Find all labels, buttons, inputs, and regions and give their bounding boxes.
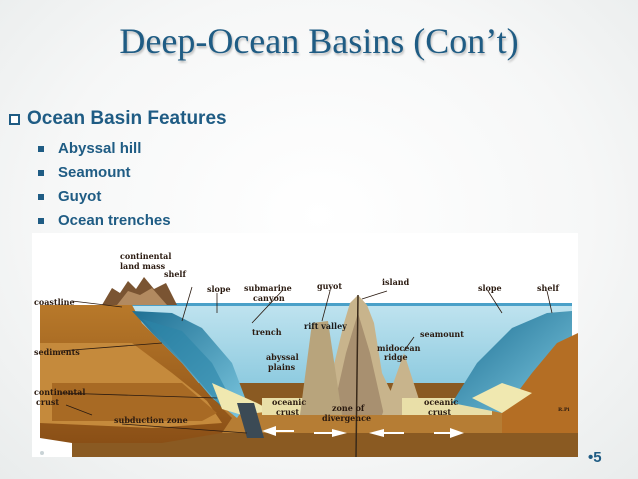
label-midocean-ridge: ridge — [384, 352, 408, 362]
square-bullet-icon — [38, 194, 44, 200]
label-sediments: sediments — [34, 347, 80, 357]
label-oceanic-crust-right: crust — [428, 407, 451, 417]
list-item-text: Guyot — [58, 188, 102, 205]
label-shelf-right: shelf — [537, 283, 559, 293]
label-midocean-ridge: midocean — [377, 343, 421, 353]
label-trench: trench — [252, 327, 282, 337]
label-seamount: seamount — [420, 329, 464, 339]
label-continental-land-mass: continental — [120, 251, 171, 261]
label-subduction-zone: subduction zone — [114, 415, 188, 425]
label-coastline: coastline — [34, 297, 75, 307]
label-continental-land-mass: land mass — [120, 261, 166, 271]
section-heading-text: Ocean Basin Features — [27, 108, 227, 129]
label-guyot: guyot — [317, 281, 342, 291]
label-shelf-left: shelf — [164, 269, 186, 279]
label-continental-crust: crust — [36, 397, 59, 407]
label-abyssal-plains: plains — [268, 362, 296, 372]
list-item-text: Seamount — [58, 164, 131, 181]
square-bullet-icon — [38, 218, 44, 224]
label-oceanic-crust-left: oceanic — [272, 397, 306, 407]
list-item: Abyssal hill — [38, 137, 171, 161]
list-item: Guyot — [38, 185, 171, 209]
checkbox-bullet-icon — [9, 113, 20, 125]
label-zone-of-divergence: zone of — [332, 403, 365, 413]
list-item-text: Abyssal hill — [58, 140, 142, 157]
label-abyssal-plains: abyssal — [266, 352, 299, 362]
ocean-basin-diagram: continental land mass shelf slope submar… — [32, 233, 578, 457]
list-item-text: Ocean trenches — [58, 212, 171, 229]
label-oceanic-crust-left: crust — [276, 407, 299, 417]
label-slope-right: slope — [478, 283, 502, 293]
label-continental-crust: continental — [34, 387, 85, 397]
ocean-basin-illustration: continental land mass shelf slope submar… — [32, 233, 578, 457]
feature-list: Abyssal hill Seamount Guyot Ocean trench… — [38, 137, 171, 233]
label-credit: R.Pi — [558, 407, 570, 413]
label-submarine-canyon: canyon — [253, 293, 285, 303]
square-bullet-icon — [38, 170, 44, 176]
square-bullet-icon — [38, 146, 44, 152]
label-island: island — [382, 277, 410, 287]
slide-dot — [40, 451, 44, 455]
label-zone-of-divergence: divergence — [322, 413, 371, 423]
slide-title: Deep-Ocean Basins (Con’t) — [119, 21, 519, 61]
label-oceanic-crust-right: oceanic — [424, 397, 458, 407]
label-rift-valley: rift valley — [304, 321, 347, 331]
page-number: •5 — [588, 449, 602, 466]
label-slope-left: slope — [207, 284, 231, 294]
label-submarine-canyon: submarine — [244, 283, 292, 293]
list-item: Seamount — [38, 161, 171, 185]
section-heading: Ocean Basin Features — [9, 108, 227, 130]
list-item: Ocean trenches — [38, 209, 171, 233]
